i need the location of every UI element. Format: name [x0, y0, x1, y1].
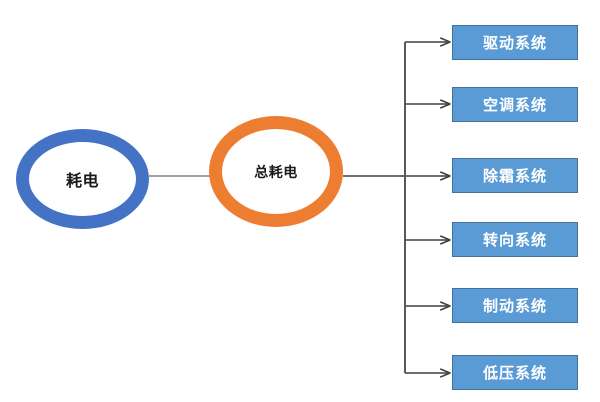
subsystem-box-5[interactable]: 制动系统: [452, 288, 578, 323]
subsystem-label-2: 空调系统: [482, 97, 547, 114]
subsystem-box-3[interactable]: 除霜系统: [452, 158, 578, 193]
node-aggregate-zonghaodian[interactable]: 总耗电: [209, 116, 343, 227]
node-source-label: 耗电: [65, 173, 99, 190]
subsystem-label-3: 除霜系统: [482, 168, 547, 185]
node-source-haodian[interactable]: 耗电: [16, 129, 149, 229]
subsystem-box-4[interactable]: 转向系统: [452, 222, 578, 257]
subsystem-box-1[interactable]: 驱动系统: [452, 25, 578, 60]
subsystem-box-2[interactable]: 空调系统: [452, 87, 578, 122]
subsystem-label-5: 制动系统: [482, 298, 547, 315]
subsystem-box-6[interactable]: 低压系统: [452, 355, 578, 390]
subsystem-label-4: 转向系统: [482, 232, 547, 249]
node-aggregate-label: 总耗电: [254, 163, 298, 180]
subsystem-label-6: 低压系统: [482, 365, 547, 382]
subsystem-label-1: 驱动系统: [482, 35, 547, 52]
